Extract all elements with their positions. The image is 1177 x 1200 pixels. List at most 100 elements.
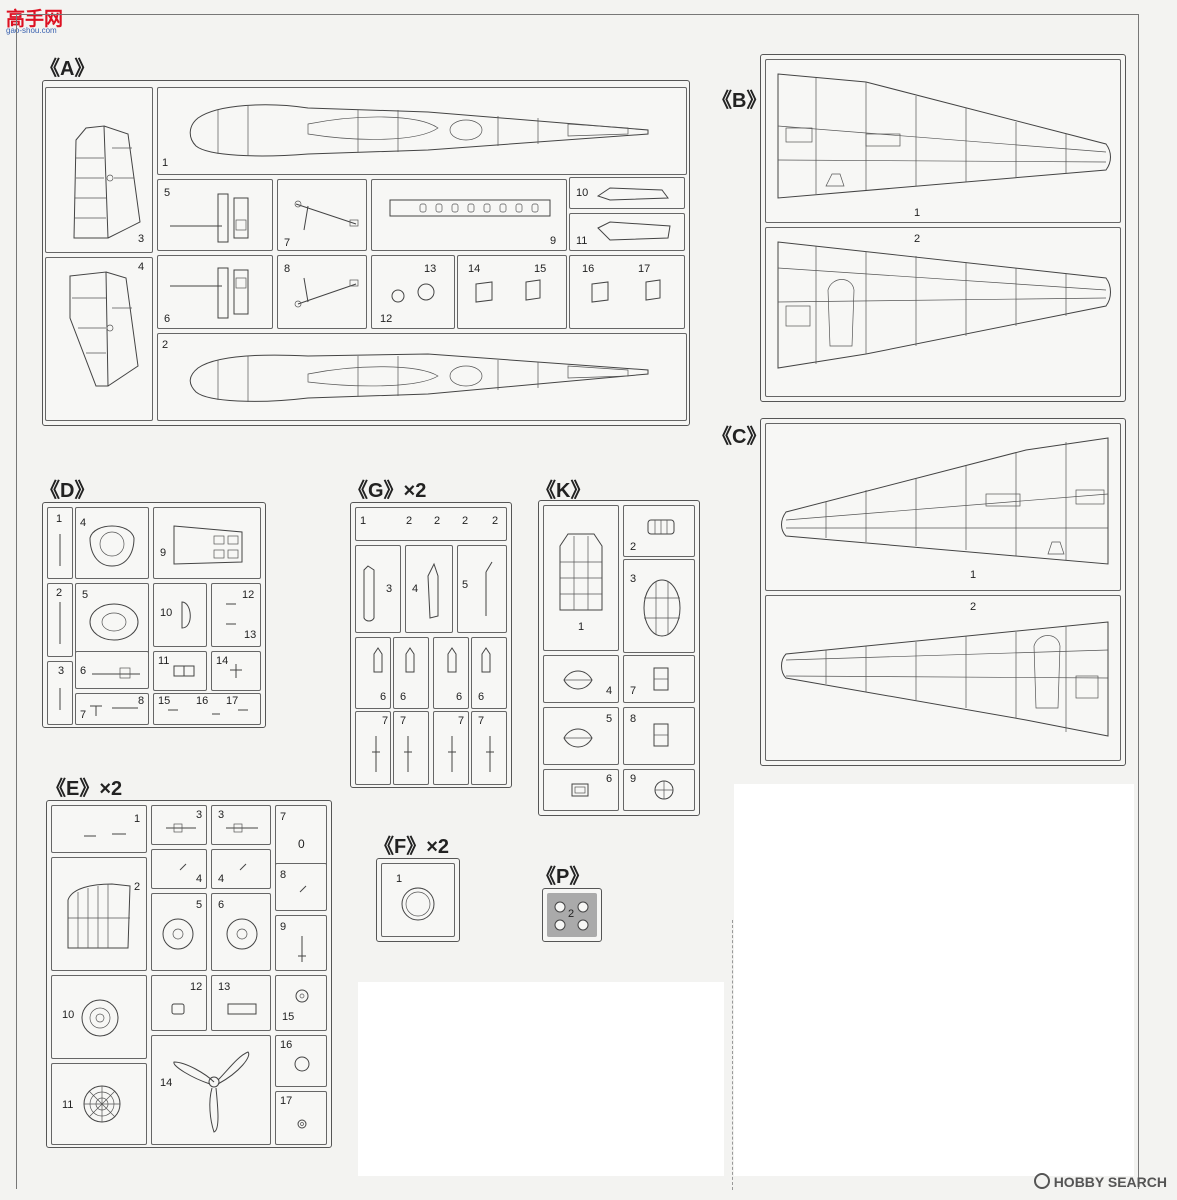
part-number: 5: [462, 579, 469, 591]
sprue-k-cell-4: 4: [543, 655, 619, 703]
part-number: 13: [218, 981, 231, 993]
sprue-c-cell-1: 1: [765, 423, 1121, 591]
part-number: 8: [284, 263, 291, 275]
disc-part-icon: [297, 1119, 307, 1129]
sprue-d-cell-11: 11: [153, 651, 207, 691]
sprue-e-cell-4a: 4: [151, 849, 207, 889]
sprue-g-cell-7a: 7: [355, 711, 391, 785]
sprue-g-cell-5: 5: [457, 545, 507, 633]
sprue-g-cell-3: 3: [355, 545, 401, 633]
sprue-g-cell-7c: 7: [433, 711, 469, 785]
sprue-e-cell-12: 12: [151, 975, 207, 1031]
logo-text: 高手网: [6, 8, 64, 30]
wheel-part-icon: [162, 918, 194, 950]
page-border-top: [16, 14, 1139, 15]
pin-part-icon: [226, 603, 236, 625]
sprue-c-label: 《C》: [712, 426, 767, 448]
lens-part-icon: [563, 670, 593, 690]
sprue-e-cell-4b: 4: [211, 849, 271, 889]
sprue-k-cell-2: 2: [623, 505, 695, 557]
part-number: 5: [164, 187, 171, 199]
sprue-k-label: 《K》: [536, 480, 591, 502]
strut-part-icon: [298, 936, 306, 962]
part-number: 3: [196, 809, 203, 821]
rack-part-icon: [448, 736, 456, 772]
sprue-e-cell-6: 6: [211, 893, 271, 971]
gun-part-icon: [90, 705, 138, 716]
part-number: 7: [284, 237, 291, 249]
sprue-e-cell-3b: 3: [211, 805, 271, 845]
part-number: 17: [638, 263, 651, 275]
bomb-part-icon: [427, 562, 439, 619]
sprue-g-cell-7d: 7: [471, 711, 507, 785]
sprue-d-cell-14: 14: [211, 651, 261, 691]
floor-part-icon: [173, 525, 243, 565]
rod-part-icon: [59, 602, 61, 644]
guide-line: [732, 920, 733, 1190]
part-number: 9: [160, 547, 167, 559]
part-number: 4: [196, 873, 203, 885]
sprue-e-cell-14: 14: [151, 1035, 271, 1145]
sprue-d-cell-15-17: 15 16 17: [153, 693, 261, 725]
part-number: 12: [242, 589, 255, 601]
sprue-d-cell-9: 9: [153, 507, 261, 579]
part-number: 8: [138, 695, 145, 707]
part-number: 1: [162, 157, 169, 169]
part-number: 2: [406, 515, 413, 527]
part-number: 6: [400, 691, 407, 703]
logo-subtext: gao-shou.com: [6, 26, 57, 35]
part-number: 13: [244, 629, 257, 641]
sprue-b-cell-2: 2: [765, 227, 1121, 397]
part-number: 3: [58, 665, 65, 677]
part-number: 14: [468, 263, 481, 275]
part-number: 1: [970, 569, 977, 581]
gunsight-part-icon: [654, 780, 674, 800]
bomb-part-icon: [481, 647, 491, 673]
part-number: 3: [138, 233, 145, 245]
gun-part-icon: [226, 823, 258, 833]
wing-half-icon: [781, 437, 1109, 565]
wing-half-icon: [777, 241, 1111, 369]
part-number: 2: [56, 587, 63, 599]
sprue-a-cell-12-13: 12 13: [371, 255, 455, 329]
part-number: 6: [380, 691, 387, 703]
lever-part-icon: [239, 863, 247, 871]
part-number: 4: [80, 517, 87, 529]
fuselage-half-icon: [189, 104, 649, 157]
part-number: 7: [80, 709, 87, 721]
part-number: 2: [970, 601, 977, 613]
sprue-g-cell-6a: 6: [355, 637, 391, 709]
bomb-part-icon: [373, 647, 383, 673]
part-number: 15: [534, 263, 547, 275]
box-part-icon: [173, 665, 195, 677]
sprue-f-label: 《F》×2: [374, 836, 450, 858]
sprue-d-cell-1: 1: [47, 507, 73, 579]
ring-part-icon: [391, 283, 435, 303]
watermark-text: HOBBY SEARCH: [1053, 1174, 1167, 1190]
sprue-d-cell-10: 10: [153, 583, 207, 647]
part-number: 8: [630, 713, 637, 725]
sprue-k-cell-8: 8: [623, 707, 695, 765]
sprue-a-cell-9: 9: [371, 179, 567, 251]
sprue-e-cell-17: 17: [275, 1091, 327, 1145]
part-number: 15: [282, 1011, 295, 1023]
part-number: 7: [382, 715, 389, 727]
sprue-a-cell-3: 3: [45, 87, 153, 253]
part-number: 17: [280, 1095, 293, 1107]
sprue-g-cell-6d: 6: [471, 637, 507, 709]
wing-half-icon: [781, 621, 1109, 737]
sprue-d-cell-4: 4: [75, 507, 149, 579]
bulkhead-part-icon: [89, 603, 139, 641]
strut-part-icon: [294, 277, 359, 308]
sprue-k-frame: 1 2 3 4 7 5 8: [538, 500, 700, 816]
gun-part-icon: [92, 667, 140, 679]
strut-part-icon: [294, 200, 359, 231]
part-number: 5: [82, 589, 89, 601]
sprue-e-label: 《E》×2: [46, 778, 123, 800]
sprue-g-frame: 1 2 2 2 2 3 4 5 6 6 6 6 7: [350, 502, 512, 788]
sprue-f-frame: 1: [376, 858, 460, 942]
part-number: 9: [630, 773, 637, 785]
sprue-e-cell-5: 5: [151, 893, 207, 971]
panel-part-icon: [596, 187, 669, 201]
part-number: 3: [218, 809, 225, 821]
